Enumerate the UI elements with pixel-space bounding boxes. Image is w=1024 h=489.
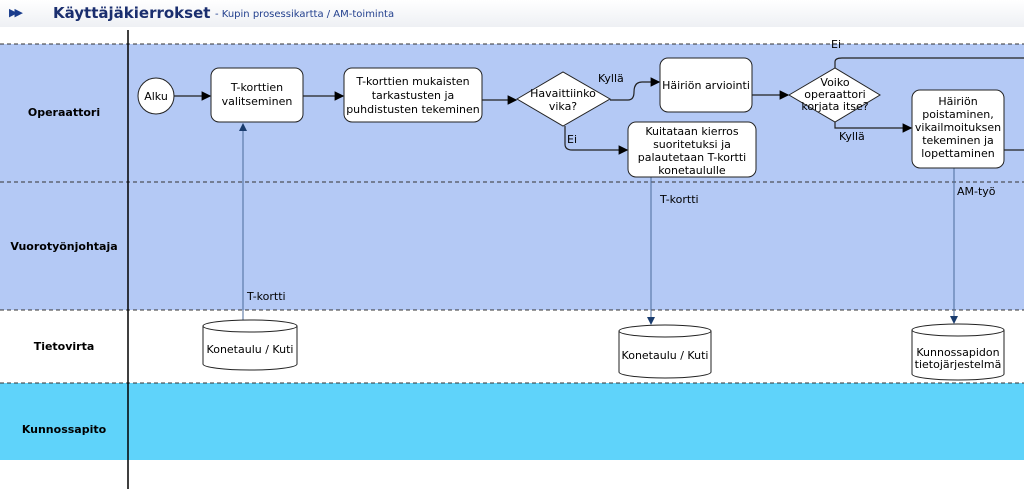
svg-text:Havaittiinko: Havaittiinko [530,87,596,100]
svg-text:Kuitataan kierros: Kuitataan kierros [645,125,739,138]
svg-text:Kunnossapidon: Kunnossapidon [916,346,999,359]
lane-kunnossapito: Kunnossapito [0,383,1024,460]
task-assess[interactable]: Häiriön arviointi [659,57,753,113]
breadcrumb[interactable]: - Kupin prosessikartta / AM-toiminta [215,9,395,20]
svg-text:Konetaulu / Kuti: Konetaulu / Kuti [207,343,294,356]
svg-text:lopettaminen: lopettaminen [921,147,994,160]
lane-label: Vuorotyönjohtaja [10,240,118,253]
svg-text:puhdistusten tekeminen: puhdistusten tekeminen [346,103,480,116]
flow-edges [174,57,1024,155]
svg-text:Häiriön arviointi: Häiriön arviointi [662,79,750,92]
datastore-2[interactable]: Konetaulu / Kuti [618,324,712,379]
lane-vuorotyonjohtaja: Vuorotyönjohtaja [0,182,1024,310]
svg-text:tietojärjestelmä: tietojärjestelmä [915,358,1002,371]
edge-label-no: Ei [831,38,841,51]
lane-dividers [0,43,1024,384]
lane-label: Tietovirta [33,340,95,353]
edge-label-tcard: T-kortti [246,290,286,303]
title-bar: ▶▶ Käyttäjäkierrokset - Kupin prosessika… [0,0,1024,27]
task-fix[interactable]: Häiriönpoistaminen,vikailmoituksentekemi… [911,89,1005,169]
start-node[interactable]: Alku [137,77,175,115]
double-chevron-right-icon[interactable]: ▶▶ [9,6,23,19]
svg-text:Häiriön: Häiriön [938,95,977,108]
svg-text:palautetaan T-kortti: palautetaan T-kortti [638,151,746,164]
svg-text:tekeminen ja: tekeminen ja [922,134,994,147]
page-title: Käyttäjäkierrokset [53,4,211,22]
svg-text:T-korttien: T-korttien [230,81,283,94]
lane-label: Operaattori [27,106,101,119]
lane-label: Kunnossapito [21,423,107,436]
edge-label-yes: Kyllä [839,130,865,143]
svg-text:Alku: Alku [144,90,168,103]
lane-tietovirta: Tietovirta [0,310,1024,383]
svg-text:operaattori: operaattori [804,88,865,101]
svg-text:valitseminen: valitseminen [222,95,293,108]
svg-text:T-korttien mukaisten: T-korttien mukaisten [355,75,469,88]
lane-operaattori: Operaattori [0,44,1024,182]
svg-text:Konetaulu / Kuti: Konetaulu / Kuti [622,349,709,362]
edge-label-am-work: AM-työ [957,185,996,198]
edge-label-yes: Kyllä [598,72,624,85]
datastore-1[interactable]: Konetaulu / Kuti [202,319,298,371]
edge-label-no: Ei [567,133,577,146]
edge-label-tcard: T-kortti [659,193,699,206]
svg-text:tarkastusten ja: tarkastusten ja [372,89,455,102]
svg-text:vikailmoituksen: vikailmoituksen [915,121,1001,134]
svg-text:suoritetuksi ja: suoritetuksi ja [653,138,731,151]
svg-text:korjata itse?: korjata itse? [801,100,868,113]
data-edges [239,123,958,325]
svg-text:Voiko: Voiko [820,76,849,89]
svg-text:konetaululle: konetaululle [658,164,726,177]
svg-text:poistaminen,: poistaminen, [922,108,994,121]
svg-text:vika?: vika? [549,100,577,113]
